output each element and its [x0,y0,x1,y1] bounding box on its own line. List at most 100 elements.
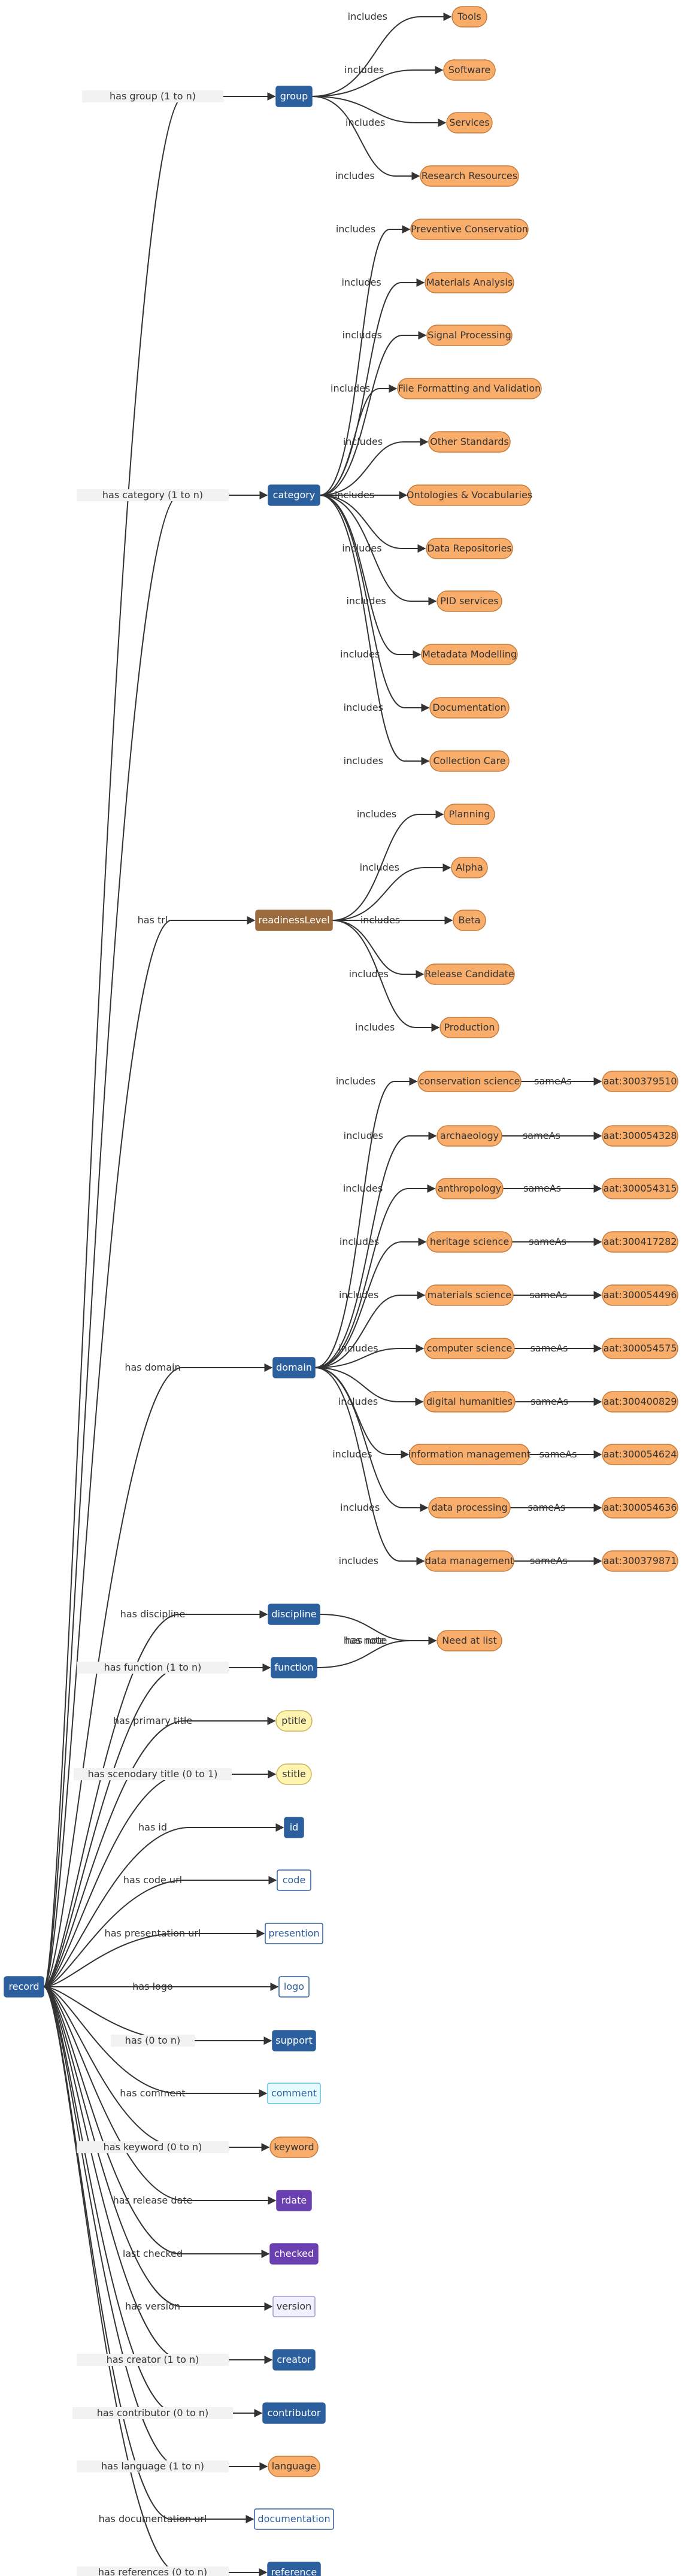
node-discipline[interactable]: discipline [268,1604,320,1625]
node-readinessLevel[interactable]: readinessLevel [255,910,333,931]
node-anthropology[interactable]: anthropology [435,1178,504,1199]
node-alpha[interactable]: Alpha [451,857,488,878]
edge-label-group-tools: includes [348,11,387,22]
node-domain[interactable]: domain [272,1357,316,1378]
node-contributor[interactable]: contributor [262,2402,326,2424]
edge-label-category-metadata_modelling: includes [340,648,380,660]
node-software[interactable]: Software [443,59,496,81]
edge-domain-archaeology [314,1132,437,1368]
node-rdate[interactable]: rdate [276,2190,312,2211]
node-preventive-conservation[interactable]: Preventive Conservation [410,219,529,240]
node-keyword[interactable]: keyword [269,2136,319,2158]
node-aat5[interactable]: aat:300054496 [602,1284,678,1306]
node-documentation[interactable]: documentation [254,2508,334,2530]
edge-label-record-reference: has references (0 to n) [77,2566,229,2576]
edge-label-domain-heritage_science: includes [340,1236,379,1247]
svg-text:includes: includes [332,1448,372,1460]
node-data-management[interactable]: data management [425,1550,514,1572]
node-creator[interactable]: creator [272,2349,316,2371]
node-category[interactable]: category [268,484,320,506]
edge-label-category-collection_care: includes [344,755,383,766]
node-signal-processing[interactable]: Signal Processing [426,325,513,346]
node-file-formatting[interactable]: File Formatting and Validation [397,378,542,399]
node-aat9[interactable]: aat:300054636 [602,1497,678,1519]
node-ontologies[interactable]: Ontologies & Vocabularies [407,484,532,506]
node-box [272,2296,316,2317]
node-aat2[interactable]: aat:300054328 [602,1125,678,1147]
node-label: materials science [428,1289,511,1301]
node-aat4[interactable]: aat:300417282 [602,1231,678,1253]
node-aat1[interactable]: aat:300379510 [602,1071,678,1092]
node-label: aat:300054328 [604,1130,677,1141]
node-stitle[interactable]: stitle [276,1763,312,1785]
node-aat7[interactable]: aat:300400829 [602,1391,678,1413]
node-other-standards[interactable]: Other Standards [428,431,511,453]
node-need-at-list[interactable]: Need at list [437,1630,502,1651]
node-language[interactable]: language [268,2456,320,2477]
node-materials-science[interactable]: materials science [425,1284,514,1306]
node-record[interactable]: record [4,1976,44,1998]
node-comment[interactable]: comment [267,2083,321,2104]
node-aat3[interactable]: aat:300054315 [602,1178,678,1199]
svg-text:sameAs: sameAs [531,1396,568,1407]
node-box [271,1657,317,1678]
edge-label-digital_humanities-aat7: sameAs [531,1396,568,1407]
node-label: aat:300379510 [604,1075,677,1087]
node-version[interactable]: version [272,2296,316,2317]
node-box [444,804,495,825]
node-data-processing[interactable]: data processing [428,1497,511,1519]
node-code[interactable]: code [277,1869,311,1891]
node-checked[interactable]: checked [269,2243,319,2265]
node-conservation-science[interactable]: conservation science [417,1071,522,1092]
node-digital-humanities[interactable]: digital humanities [423,1391,516,1413]
edge-label-discipline-need_at_list: has note [345,1635,387,1646]
svg-text:includes: includes [360,914,400,926]
node-information-management[interactable]: information management [408,1444,531,1465]
node-production[interactable]: Production [439,1017,499,1038]
edge-domain-digital_humanities [314,1367,424,1406]
node-planning[interactable]: Planning [444,804,495,825]
node-metadata-modelling[interactable]: Metadata Modelling [421,644,518,665]
edge-record-code [43,1876,277,1987]
node-label: rdate [281,2195,307,2206]
node-collection-care[interactable]: Collection Care [429,750,510,772]
edge-function-need_at_list [316,1636,437,1668]
svg-text:includes: includes [344,702,383,713]
edge-label-anthropology-aat3: sameAs [523,1183,561,1194]
edge-label-record-category: has category (1 to n) [77,489,229,501]
edge-label-group-services: includes [345,117,385,128]
node-presention[interactable]: presention [265,1923,323,1944]
svg-text:includes: includes [344,1130,383,1141]
node-research-resources[interactable]: Research Resources [420,165,519,187]
node-pid-services[interactable]: PID services [437,590,502,612]
node-documentation-cat[interactable]: Documentation [429,697,510,719]
node-aat10[interactable]: aat:300379871 [602,1550,678,1572]
node-box [451,857,488,878]
node-archaeology[interactable]: archaeology [437,1125,502,1147]
node-heritage-science[interactable]: heritage science [426,1231,513,1253]
svg-text:has (0 to n): has (0 to n) [125,2035,180,2046]
node-box [276,1763,312,1785]
node-ptitle[interactable]: ptitle [275,1710,313,1732]
node-function[interactable]: function [271,1657,317,1678]
node-logo[interactable]: logo [278,1976,310,1998]
node-computer-science[interactable]: computer science [424,1338,515,1359]
node-aat6[interactable]: aat:300054575 [602,1338,678,1359]
node-aat8[interactable]: aat:300054624 [602,1444,678,1465]
svg-text:includes: includes [343,436,383,447]
node-release-candidate[interactable]: Release Candidate [424,963,515,985]
svg-text:has category (1 to n): has category (1 to n) [102,489,203,501]
node-tools[interactable]: Tools [451,6,487,28]
node-idn[interactable]: id [284,1817,304,1838]
node-reference[interactable]: reference [267,2562,321,2576]
node-box [429,750,510,772]
node-services[interactable]: Services [446,112,493,134]
edge-label-domain-anthropology: includes [343,1183,383,1194]
node-data-repositories[interactable]: Data Repositories [426,538,513,559]
node-beta[interactable]: Beta [453,910,486,931]
node-group[interactable]: group [275,86,313,107]
edge-label-record-readinessLevel: has trl [138,914,168,926]
node-label: data processing [431,1502,507,1513]
node-materials-analysis[interactable]: Materials Analysis [425,272,514,293]
node-support[interactable]: support [272,2030,316,2051]
